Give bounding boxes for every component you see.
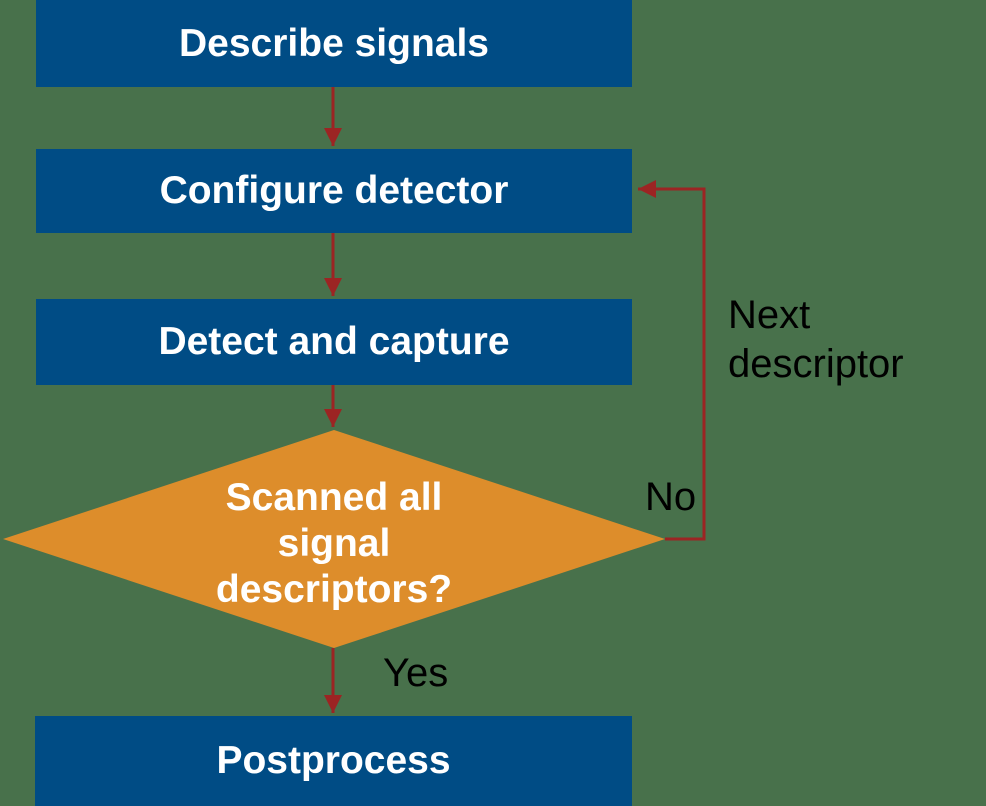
edge-label-next-descriptor: Next descriptor [728,291,904,389]
edge-label-no: No [645,475,697,519]
decision-line: Scanned all [225,476,443,519]
node-decision-scanned-all: Scanned all signal descriptors? [134,475,534,613]
node-label: Configure detector [159,169,509,212]
node-configure-detector: Configure detector [36,149,632,233]
decision-line: signal [277,522,391,565]
node-label: Describe signals [179,21,489,65]
decision-line: descriptors? [215,568,453,611]
node-postprocess: Postprocess [35,716,632,806]
node-label: Detect and capture [158,320,510,363]
edge-label-line: Next [728,293,811,337]
edge-label-line: descriptor [728,342,904,386]
decision-diamond-shape [3,430,665,648]
node-describe-signals: Describe signals [36,0,632,87]
edge-label-yes: Yes [383,651,449,695]
node-detect-and-capture: Detect and capture [36,299,632,385]
node-label: Postprocess [216,739,451,782]
loop-no-connector [638,180,706,541]
